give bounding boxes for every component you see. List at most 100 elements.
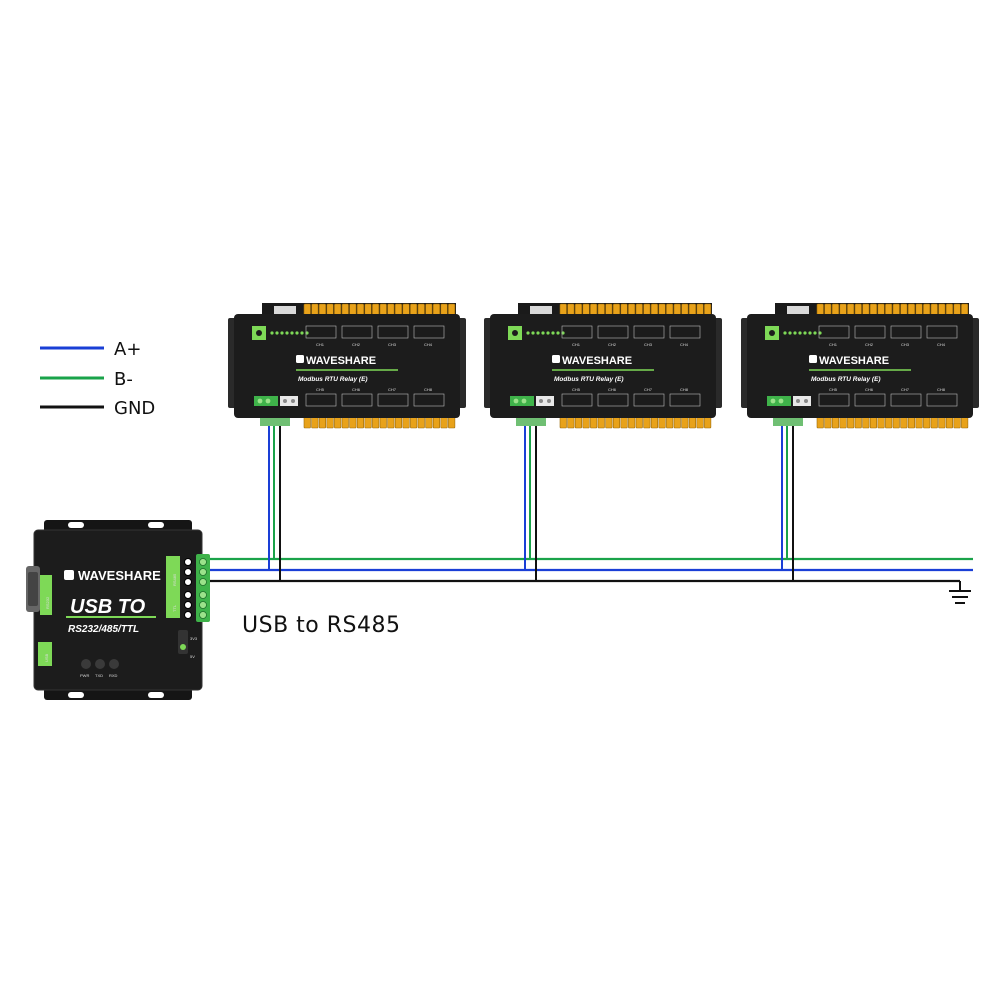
svg-text:RXD: RXD xyxy=(109,673,118,678)
relay-brand: WAVESHARE xyxy=(562,355,632,367)
led-rxd xyxy=(109,659,119,669)
relay-model: Modbus RTU Relay (E) xyxy=(811,376,881,383)
svg-text:TTL: TTL xyxy=(172,604,177,612)
status-led xyxy=(813,331,817,335)
converter-title: USB TO xyxy=(70,596,146,618)
channel-label: CH1 xyxy=(829,342,838,347)
channel-label: CH4 xyxy=(937,342,946,347)
channel-label: CH3 xyxy=(644,342,653,347)
relay-channel xyxy=(633,325,665,339)
legend: A+ B- GND xyxy=(40,339,155,419)
ground-icon xyxy=(949,590,971,604)
relay-channel xyxy=(597,325,629,339)
relay-model: Modbus RTU Relay (E) xyxy=(298,376,368,383)
status-led xyxy=(290,331,294,335)
rs232-label-strip xyxy=(40,575,52,615)
relay-channel xyxy=(597,393,629,407)
channel-label: CH3 xyxy=(901,342,910,347)
channel-label: CH6 xyxy=(608,387,617,392)
relay-channel xyxy=(305,393,337,407)
relay-brand: WAVESHARE xyxy=(306,355,376,367)
svg-text:TXD: TXD xyxy=(95,673,103,678)
logo-icon xyxy=(552,355,560,363)
converter-logo: WAVESHARE xyxy=(64,568,161,583)
status-led xyxy=(270,331,274,335)
status-led xyxy=(541,331,545,335)
relay-channel xyxy=(669,325,701,339)
status-led xyxy=(526,331,530,335)
dip-switch xyxy=(787,306,809,314)
channel-label: CH7 xyxy=(901,387,910,392)
relay-channel xyxy=(413,393,445,407)
logo-icon xyxy=(296,355,304,363)
status-led xyxy=(556,331,560,335)
status-led xyxy=(295,331,299,335)
status-led xyxy=(536,331,540,335)
bus-connector xyxy=(773,418,803,426)
status-led xyxy=(551,331,555,335)
dip-switch xyxy=(274,306,296,314)
channel-label: CH6 xyxy=(352,387,361,392)
bus-wires xyxy=(205,425,973,590)
relay-channel xyxy=(890,393,922,407)
channel-label: CH7 xyxy=(644,387,653,392)
status-led xyxy=(783,331,787,335)
usb-port-label xyxy=(38,642,52,666)
relay-channel xyxy=(561,325,593,339)
svg-text:3V3: 3V3 xyxy=(190,636,198,641)
channel-label: CH4 xyxy=(424,342,433,347)
channel-label: CH3 xyxy=(388,342,397,347)
relay-body xyxy=(234,314,460,418)
svg-text:WAVESHARE: WAVESHARE xyxy=(78,568,161,583)
relay-channel xyxy=(561,393,593,407)
relay-channel xyxy=(818,325,850,339)
status-led xyxy=(788,331,792,335)
led-pwr xyxy=(81,659,91,669)
status-led xyxy=(300,331,304,335)
status-led xyxy=(275,331,279,335)
svg-text:5V: 5V xyxy=(190,654,195,659)
relay-channel xyxy=(818,393,850,407)
dip-switch xyxy=(530,306,552,314)
relay-channel xyxy=(341,393,373,407)
channel-label: CH7 xyxy=(388,387,397,392)
relay-body xyxy=(490,314,716,418)
channel-label: CH8 xyxy=(424,387,433,392)
channel-label: CH4 xyxy=(680,342,689,347)
channel-label: CH5 xyxy=(829,387,838,392)
caption-usb-to-rs485: USB to RS485 xyxy=(242,613,400,638)
status-led xyxy=(531,331,535,335)
voltage-switch xyxy=(178,630,188,654)
led-txd xyxy=(95,659,105,669)
legend-label-b: B- xyxy=(114,369,133,390)
relay-channel xyxy=(377,325,409,339)
svg-text:PWR: PWR xyxy=(80,673,89,678)
relay-channel xyxy=(377,393,409,407)
channel-label: CH5 xyxy=(572,387,581,392)
relay-channel xyxy=(669,393,701,407)
svg-text:RS485: RS485 xyxy=(172,573,177,586)
status-led xyxy=(793,331,797,335)
status-led xyxy=(546,331,550,335)
relay-model: Modbus RTU Relay (E) xyxy=(554,376,624,383)
usb-converter: RS232 USB WAVESHARE USB TO RS232/485/TTL… xyxy=(26,520,210,700)
channel-label: CH2 xyxy=(352,342,361,347)
svg-text:RS232: RS232 xyxy=(45,596,50,609)
relay-channel xyxy=(854,393,886,407)
relay-channel xyxy=(413,325,445,339)
relay-channel xyxy=(633,393,665,407)
bus-connector xyxy=(260,418,290,426)
channel-label: CH1 xyxy=(316,342,325,347)
channel-label: CH1 xyxy=(572,342,581,347)
channel-label: CH8 xyxy=(680,387,689,392)
relay-channel xyxy=(890,325,922,339)
status-led xyxy=(280,331,284,335)
relay-channel xyxy=(305,325,337,339)
status-led xyxy=(803,331,807,335)
legend-label-gnd: GND xyxy=(114,398,155,419)
logo-icon xyxy=(809,355,817,363)
status-led xyxy=(798,331,802,335)
